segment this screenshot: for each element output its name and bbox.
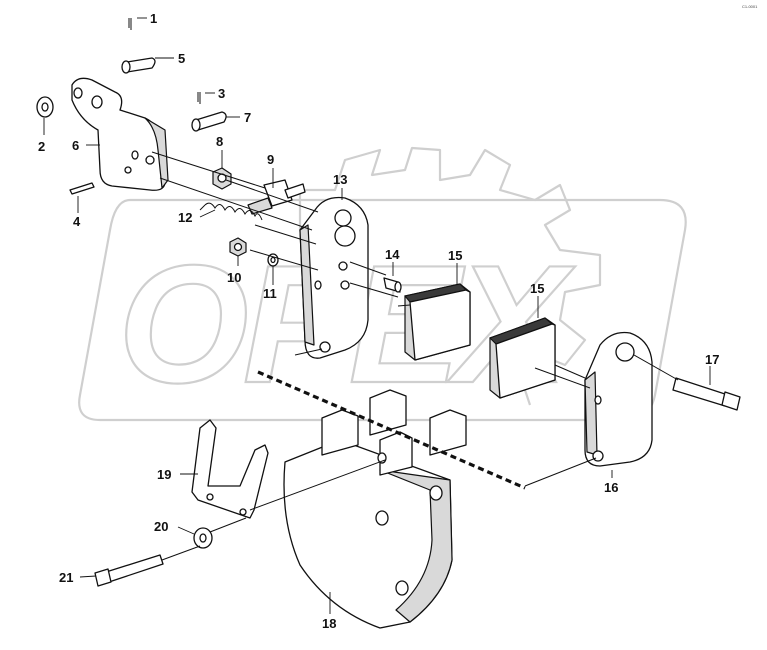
- callout-labels: 1 5 2 6 4 3 7 8 9 12 10 11 13 14 15 15 1…: [38, 11, 719, 631]
- callout-21: 21: [59, 570, 73, 585]
- callout-14: 14: [385, 247, 400, 262]
- part-16-caliper-right: [584, 331, 653, 467]
- part-1-split-pin: [128, 18, 132, 30]
- callout-13: 13: [333, 172, 347, 187]
- part-12-spring: [199, 202, 263, 221]
- callout-9: 9: [267, 152, 274, 167]
- assembly-lines: [151, 151, 679, 561]
- part-8-nut: [212, 167, 232, 190]
- part-14-bolt: [383, 277, 402, 293]
- callout-18: 18: [322, 616, 336, 631]
- part-4-pin: [69, 182, 95, 195]
- callout-15-left: 15: [448, 248, 462, 263]
- part-17-bolt: [672, 377, 741, 411]
- part-9-clevis: [247, 179, 306, 215]
- callout-2: 2: [38, 139, 45, 154]
- part-20-washer: [193, 527, 213, 549]
- callout-1: 1: [150, 11, 157, 26]
- leader-lines: [43, 17, 711, 614]
- callout-19: 19: [157, 467, 171, 482]
- callout-6: 6: [72, 138, 79, 153]
- part-6-lever-bracket: [71, 77, 169, 191]
- part-18-mounting-bracket: [283, 389, 467, 629]
- callout-20: 20: [154, 519, 168, 534]
- dashed-connection-line: [257, 370, 526, 490]
- callout-7: 7: [244, 110, 251, 125]
- part-19-fork: [191, 419, 269, 519]
- part-10-nut: [229, 237, 247, 257]
- part-13-caliper-left: [299, 196, 369, 359]
- part-5-pin: [121, 57, 156, 74]
- callout-12: 12: [178, 210, 192, 225]
- callout-11: 11: [263, 286, 277, 301]
- corner-code: C1-0001: [742, 4, 758, 9]
- callout-15-right: 15: [530, 281, 544, 296]
- callout-17: 17: [705, 352, 719, 367]
- part-2-washer: [36, 96, 54, 118]
- part-15-brake-pad-left: [397, 283, 471, 361]
- callout-5: 5: [178, 51, 185, 66]
- callout-10: 10: [227, 270, 241, 285]
- part-21-bolt: [94, 554, 164, 587]
- callout-3: 3: [218, 86, 225, 101]
- callout-4: 4: [73, 214, 81, 229]
- callout-16: 16: [604, 480, 618, 495]
- part-15-brake-pad-right: [489, 317, 586, 399]
- part-3-split-pin: [197, 92, 201, 104]
- part-7-pin: [191, 111, 227, 132]
- callout-8: 8: [216, 134, 223, 149]
